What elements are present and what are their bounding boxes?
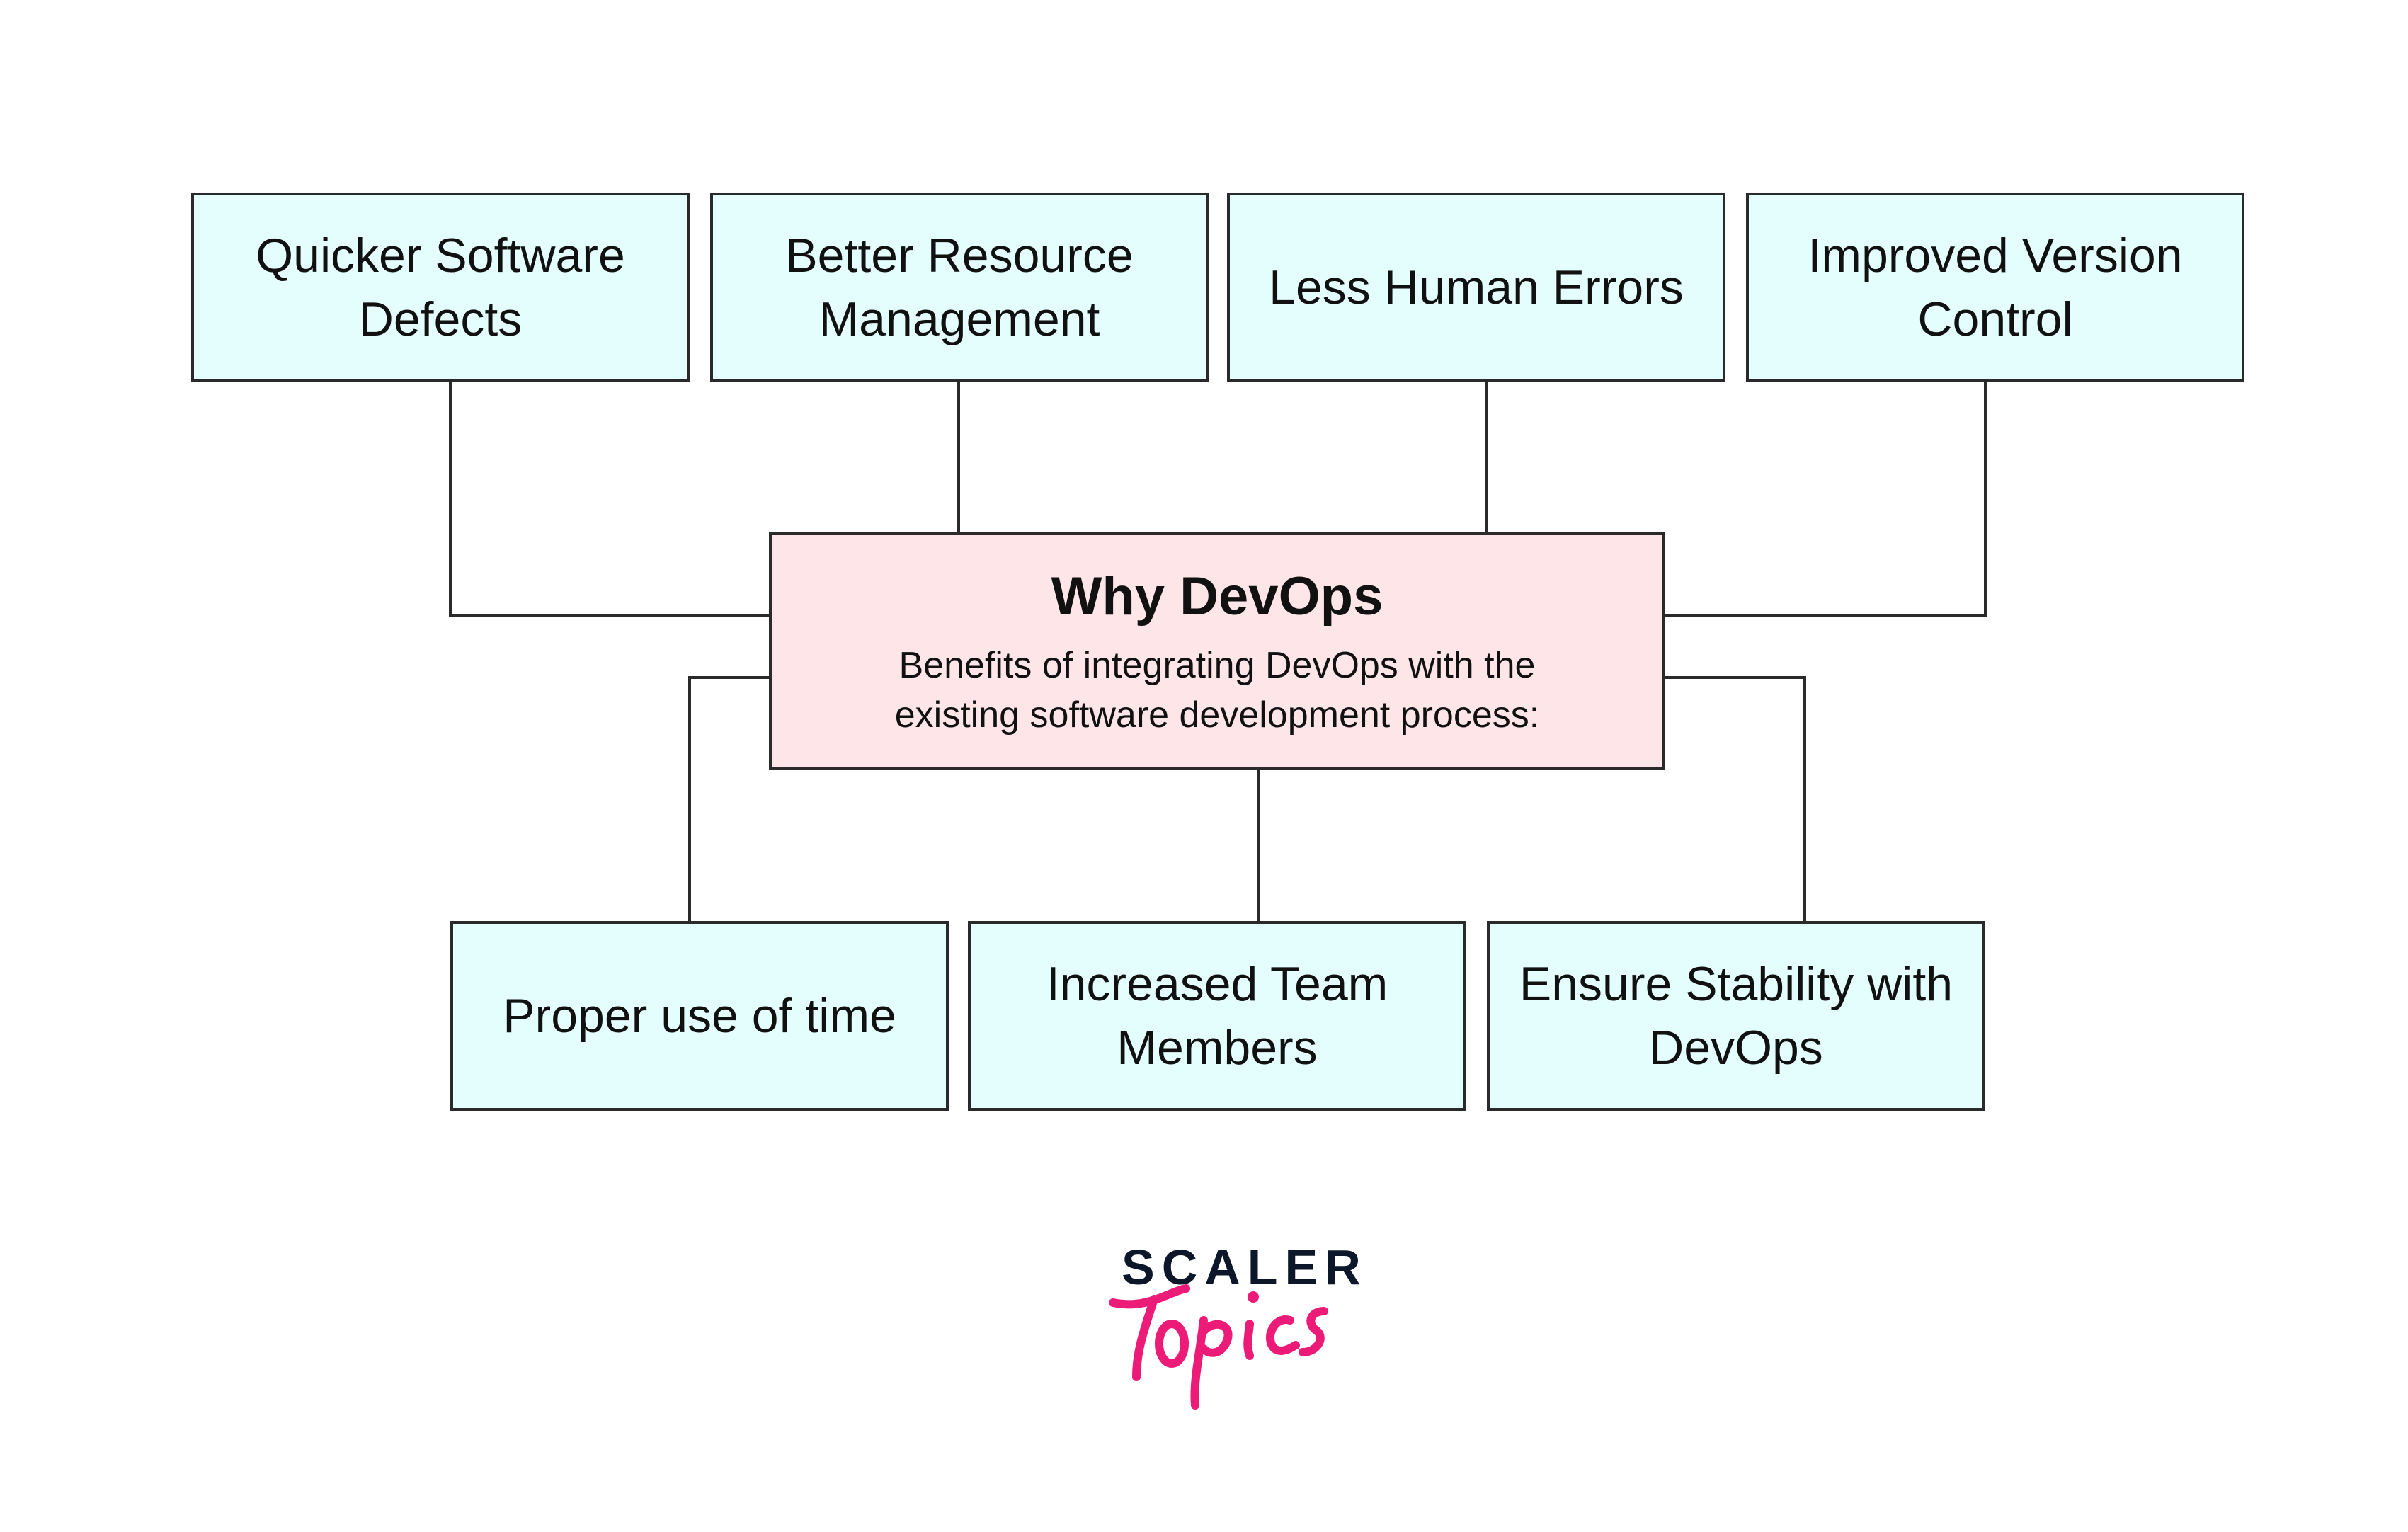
center-subtitle: Benefits of integrating DevOps with the … <box>894 645 1540 736</box>
node-label: Proper use of time <box>503 989 896 1043</box>
node-label: Ensure Stability with DevOps <box>1519 957 1953 1075</box>
node-label: Increased Team Members <box>1046 957 1388 1075</box>
center-title: Why DevOps <box>1051 566 1383 627</box>
node-quicker-software-defects: Quicker Software Defects <box>191 193 690 382</box>
connector-improved-version-control <box>1665 382 1987 617</box>
node-improved-version-control: Improved Version Control <box>1746 193 2244 382</box>
node-better-resource-management: Better Resource Management <box>710 193 1209 382</box>
scaler-topics-logo: SCALER <box>1105 1232 1361 1423</box>
connector-proper-use-of-time <box>688 676 769 921</box>
node-less-human-errors: Less Human Errors <box>1227 193 1725 382</box>
node-label: Improved Version Control <box>1808 229 2183 346</box>
node-label: Quicker Software Defects <box>256 229 625 346</box>
node-ensure-stability: Ensure Stability with DevOps <box>1487 921 1985 1111</box>
node-proper-use-of-time: Proper use of time <box>450 921 949 1111</box>
node-increased-team-members: Increased Team Members <box>968 921 1466 1111</box>
connector-ensure-stability <box>1665 676 1806 921</box>
connector-quicker-software-defects <box>449 382 769 617</box>
node-why-devops: Why DevOps Benefits of integrating DevOp… <box>769 532 1665 770</box>
node-label: Less Human Errors <box>1269 261 1684 314</box>
logo-scaler-text: SCALER <box>1122 1240 1368 1295</box>
logo-topics-script <box>1109 1284 1328 1410</box>
node-label: Better Resource Management <box>785 229 1134 346</box>
